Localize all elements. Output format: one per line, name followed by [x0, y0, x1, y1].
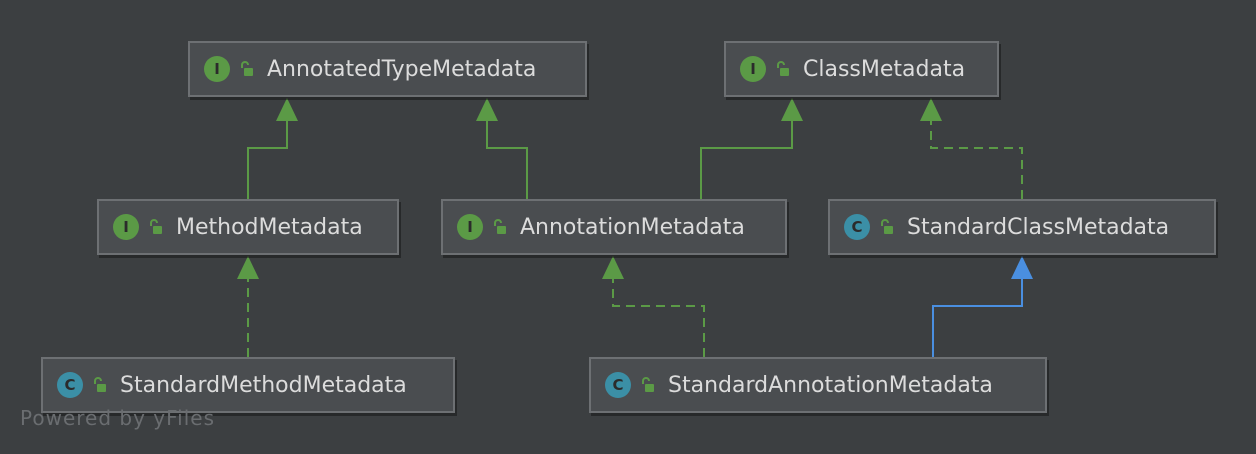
edge-standardclass-to-class	[920, 98, 1023, 199]
class-icon: C	[844, 214, 870, 240]
edge-annotation-to-annotatedtype	[476, 98, 528, 199]
node-label: MethodMetadata	[176, 214, 363, 240]
edge-standardannotation-to-standardclass	[932, 256, 1033, 357]
open-lock-icon	[92, 377, 106, 393]
class-icon: C	[57, 372, 83, 398]
arrowhead-icon	[476, 98, 498, 121]
node-label: StandardMethodMetadata	[120, 372, 407, 398]
arrowhead-icon	[1011, 256, 1033, 279]
arrowhead-icon	[237, 256, 259, 279]
interface-icon: I	[740, 56, 766, 82]
node-label: StandardAnnotationMetadata	[668, 372, 993, 398]
interface-icon: I	[204, 56, 230, 82]
node-label: AnnotationMetadata	[520, 214, 745, 240]
edge-standardannotation-to-annotation	[602, 256, 705, 357]
node-class-metadata[interactable]: I ClassMetadata	[724, 41, 999, 97]
edge-annotation-to-class	[700, 98, 803, 199]
watermark: Powered by yFiles	[20, 406, 215, 430]
edge-line	[932, 278, 1023, 357]
open-lock-icon	[239, 61, 253, 77]
node-standard-method-metadata[interactable]: C StandardMethodMetadata	[41, 357, 455, 413]
class-icon: C	[605, 372, 631, 398]
arrowhead-icon	[602, 256, 624, 279]
arrowhead-icon	[276, 98, 298, 121]
open-lock-icon	[879, 219, 893, 235]
open-lock-icon	[640, 377, 654, 393]
node-label: AnnotatedTypeMetadata	[267, 56, 537, 82]
node-standard-annotation-metadata[interactable]: C StandardAnnotationMetadata	[589, 357, 1047, 413]
edge-line	[700, 120, 793, 199]
open-lock-icon	[492, 219, 506, 235]
interface-icon: I	[457, 214, 483, 240]
node-method-metadata[interactable]: I MethodMetadata	[97, 199, 399, 255]
edge-line	[247, 120, 288, 199]
arrowhead-icon	[781, 98, 803, 121]
node-label: StandardClassMetadata	[907, 214, 1170, 240]
edge-line	[486, 120, 528, 199]
interface-icon: I	[113, 214, 139, 240]
open-lock-icon	[775, 61, 789, 77]
edge-standardmethod-to-method	[237, 256, 259, 357]
node-annotation-metadata[interactable]: I AnnotationMetadata	[441, 199, 787, 255]
arrowhead-icon	[920, 98, 942, 121]
edge-line	[612, 278, 705, 357]
open-lock-icon	[148, 219, 162, 235]
edge-line	[930, 120, 1023, 199]
edge-method-to-annotatedtype	[247, 98, 298, 199]
node-standard-class-metadata[interactable]: C StandardClassMetadata	[828, 199, 1216, 255]
node-label: ClassMetadata	[803, 56, 966, 82]
node-annotated-type-metadata[interactable]: I AnnotatedTypeMetadata	[188, 41, 587, 97]
